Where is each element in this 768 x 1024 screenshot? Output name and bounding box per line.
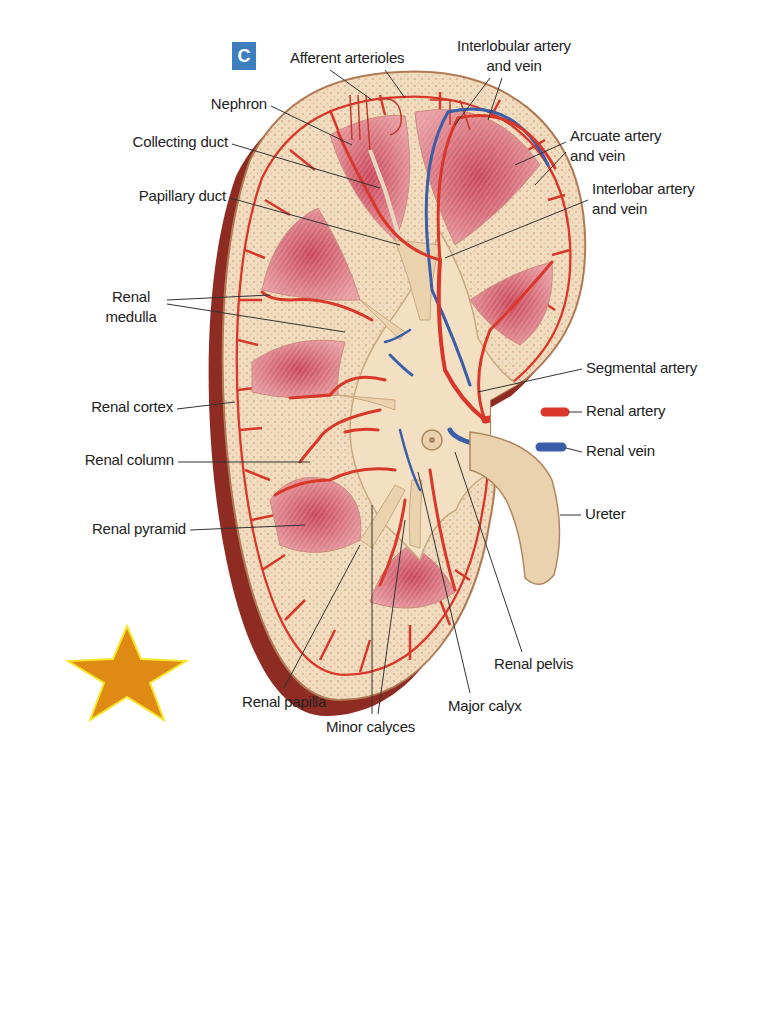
part-label: Minor calyces <box>326 717 415 737</box>
panel-letter: C <box>238 46 251 67</box>
panel-letter-box: C <box>232 42 256 70</box>
part-label: Interlobar artery and vein <box>592 179 722 219</box>
part-label: Renal cortex <box>91 397 173 417</box>
part-label: Renal pyramid <box>92 519 186 539</box>
part-label: Afferent arterioles <box>290 48 404 68</box>
part-label: Major calyx <box>448 696 522 716</box>
part-label: Ureter <box>585 504 625 524</box>
part-label: Renal papilla <box>242 692 326 712</box>
part-label: Renal column <box>85 450 174 470</box>
part-label: Renal vein <box>586 441 655 461</box>
part-label: Arcuate artery and vein <box>570 126 682 166</box>
part-label: Nephron <box>211 94 267 114</box>
part-label: Renal artery <box>586 401 665 421</box>
part-label: Interlobular artery and vein <box>452 36 576 76</box>
star-symbol <box>68 626 186 720</box>
part-label: Collecting duct <box>133 132 228 152</box>
part-label: Papillary duct <box>139 186 226 206</box>
part-label: Segmental artery <box>586 358 697 378</box>
part-label: Renal pelvis <box>494 654 573 674</box>
part-label: Renal medulla <box>99 287 163 327</box>
